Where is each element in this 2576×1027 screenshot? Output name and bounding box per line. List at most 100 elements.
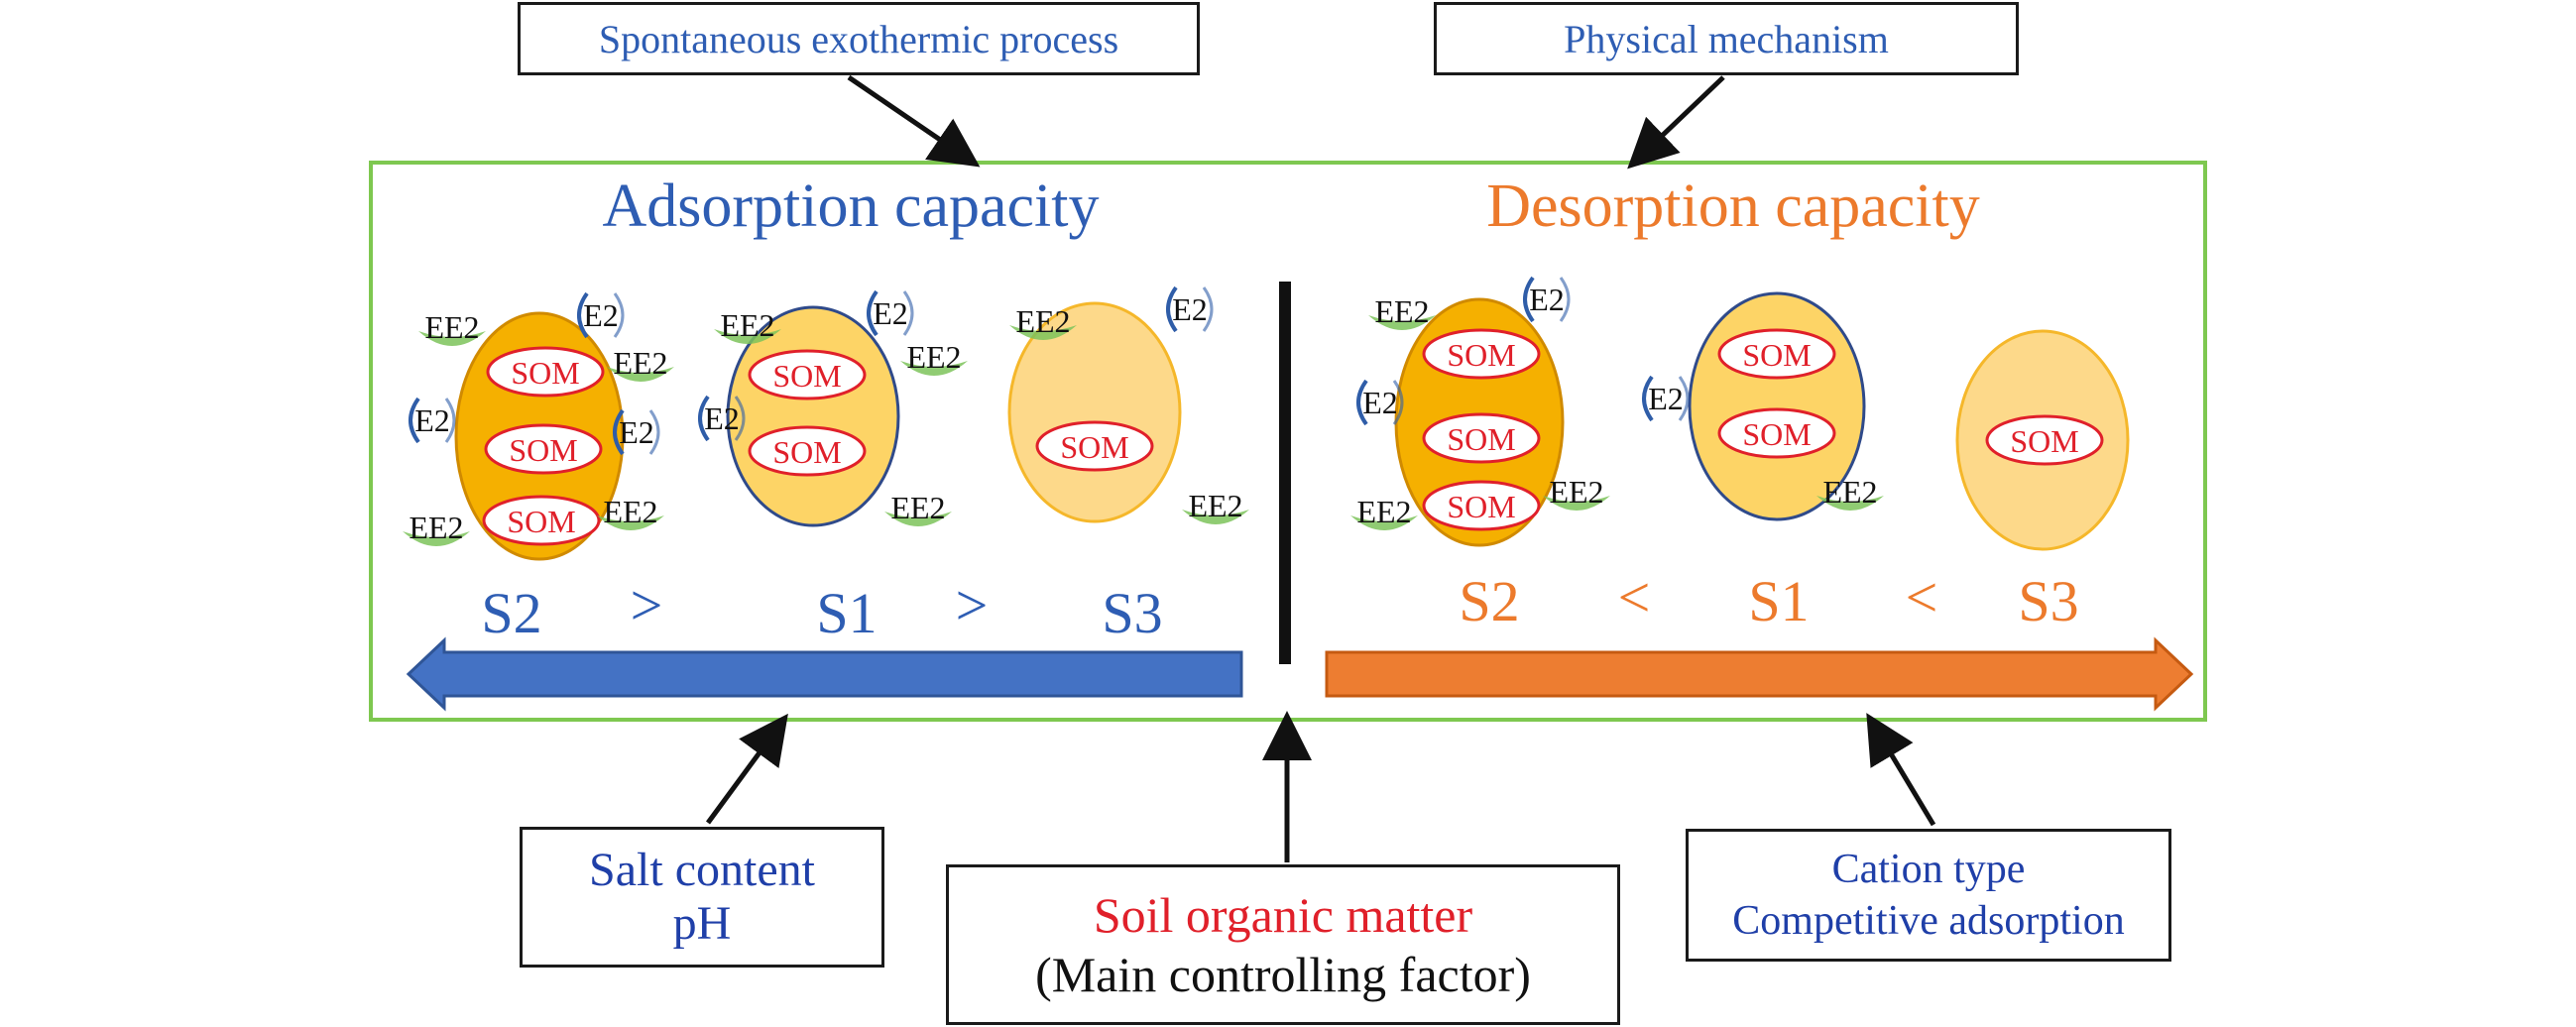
som-spot [1985, 414, 2104, 466]
e2-label: E2 [583, 297, 619, 333]
desorption-s2-ee2-3: EE2 [1543, 474, 1610, 511]
competitive-adsorption-label: Competitive adsorption [1732, 898, 2125, 944]
som-spot [748, 425, 867, 477]
top-box-left: Spontaneous exothermic process [518, 2, 1200, 75]
ee2-label: EE2 [613, 345, 667, 381]
desorption-s2-e2-2: E2 [1356, 379, 1404, 426]
som-spot [1035, 420, 1154, 472]
ee2-cap [884, 512, 952, 526]
adsorption-s3-ee2-1: EE2 [1009, 303, 1077, 340]
ee2-label: EE2 [603, 494, 657, 529]
physical-mechanism-label: Physical mechanism [1564, 16, 1889, 61]
desorption-s1-ee2-1: EE2 [1816, 474, 1884, 511]
e2-cap [613, 292, 625, 338]
e2-cap [409, 397, 420, 444]
ee2-label: EE2 [1549, 474, 1603, 510]
ee2-cap [1182, 510, 1249, 524]
e2-cap [1678, 376, 1690, 421]
adsorption-s2-ee2-1: EE2 [418, 309, 486, 346]
desorption-lt-1: < [1618, 565, 1651, 629]
salt-content-label: Salt content [589, 844, 815, 896]
ee2-label: EE2 [1356, 494, 1411, 529]
ee2-cap [403, 531, 470, 546]
ee2-cap [1543, 496, 1610, 511]
e2-cap [577, 291, 589, 339]
spontaneous-exothermic-label: Spontaneous exothermic process [598, 16, 1119, 61]
som-label: SOM [1742, 416, 1811, 452]
desorption-s2-som-3: SOM [1422, 480, 1541, 531]
adsorption-gt-2: > [956, 573, 989, 637]
e2-cap [1392, 380, 1404, 425]
e2-label: E2 [1529, 282, 1565, 317]
desorption-s3-som-1: SOM [1985, 414, 2104, 466]
top-box-right: Physical mechanism [1434, 2, 2019, 75]
e2-cap [444, 398, 456, 443]
som-spot [1717, 328, 1836, 380]
adsorption-s1-e2-1: E2 [867, 289, 914, 337]
ee2-cap [418, 331, 486, 346]
adsorption-s3-som-1: SOM [1035, 420, 1154, 472]
arrow-physical-to-frame [1627, 75, 1725, 170]
ee2-label: EE2 [1822, 474, 1877, 510]
adsorption-s2-ee2-2: EE2 [607, 345, 674, 382]
e2-cap [648, 409, 660, 455]
som-label: SOM [509, 432, 577, 468]
e2-label: E2 [414, 402, 450, 438]
ee2-cap [1368, 315, 1436, 330]
e2-cap [613, 408, 625, 456]
adsorption-s2-e2-3: E2 [613, 408, 660, 456]
desorption-arrow [1325, 636, 2194, 712]
adsorption-s1-ee2-2: EE2 [900, 339, 968, 376]
desorption-s1-label: S1 [1748, 569, 1809, 633]
adsorption-s2-e2-1: E2 [577, 291, 625, 339]
ee2-cap [597, 515, 664, 530]
desorption-s1-e2-1: E2 [1642, 375, 1690, 422]
adsorption-s2-e2-2: E2 [409, 397, 456, 444]
e2-cap [734, 396, 746, 441]
bottom-box-left: Salt content pH [520, 827, 884, 968]
ee2-cap [714, 329, 781, 344]
ee2-label: EE2 [720, 307, 774, 343]
adsorption-capacity-title: Adsorption capacity [602, 172, 1099, 240]
ee2-cap [1009, 325, 1077, 340]
adsorption-arrow [406, 636, 1243, 712]
e2-cap [1166, 285, 1178, 333]
adsorption-s1-ee2-3: EE2 [884, 490, 952, 526]
e2-cap [1559, 277, 1571, 322]
adsorption-s3-e2-1: E2 [1166, 285, 1214, 333]
cation-type-label: Cation type [1831, 847, 2026, 892]
desorption-s2-som-2: SOM [1422, 412, 1541, 464]
ee2-label: EE2 [890, 490, 945, 525]
adsorption-s1-som-2: SOM [748, 425, 867, 477]
desorption-lt-2: < [1906, 565, 1938, 629]
e2-cap [1202, 286, 1214, 332]
ee2-label: EE2 [409, 510, 463, 545]
e2-label: E2 [704, 400, 740, 436]
e2-cap [1523, 276, 1535, 323]
adsorption-s2-ee2-4: EE2 [597, 494, 664, 530]
ee2-cap [607, 367, 674, 382]
adsorption-s1-som-1: SOM [748, 349, 867, 400]
som-spot [748, 349, 867, 400]
desorption-ranking: S2 < S1 < S3 [1459, 565, 2078, 633]
som-label: SOM [772, 358, 841, 394]
bottom-box-center: Soil organic matter (Main controlling fa… [946, 864, 1620, 1025]
ee2-label: EE2 [424, 309, 479, 345]
desorption-s2-e2-1: E2 [1523, 276, 1571, 323]
e2-label: E2 [1362, 385, 1398, 420]
som-label: SOM [1447, 421, 1515, 457]
som-label: SOM [2010, 423, 2078, 459]
e2-label: E2 [619, 414, 654, 450]
e2-cap [1642, 375, 1654, 422]
e2-label: E2 [873, 295, 908, 331]
bottom-box-right: Cation type Competitive adsorption [1686, 829, 2171, 962]
adsorption-s1-ee2-1: EE2 [714, 307, 781, 344]
som-label: SOM [1060, 429, 1128, 465]
som-label: SOM [1447, 337, 1515, 373]
e2-cap [902, 290, 914, 336]
adsorption-s3-label: S3 [1102, 581, 1162, 645]
som-spot [1422, 328, 1541, 380]
som-spot [486, 346, 605, 398]
